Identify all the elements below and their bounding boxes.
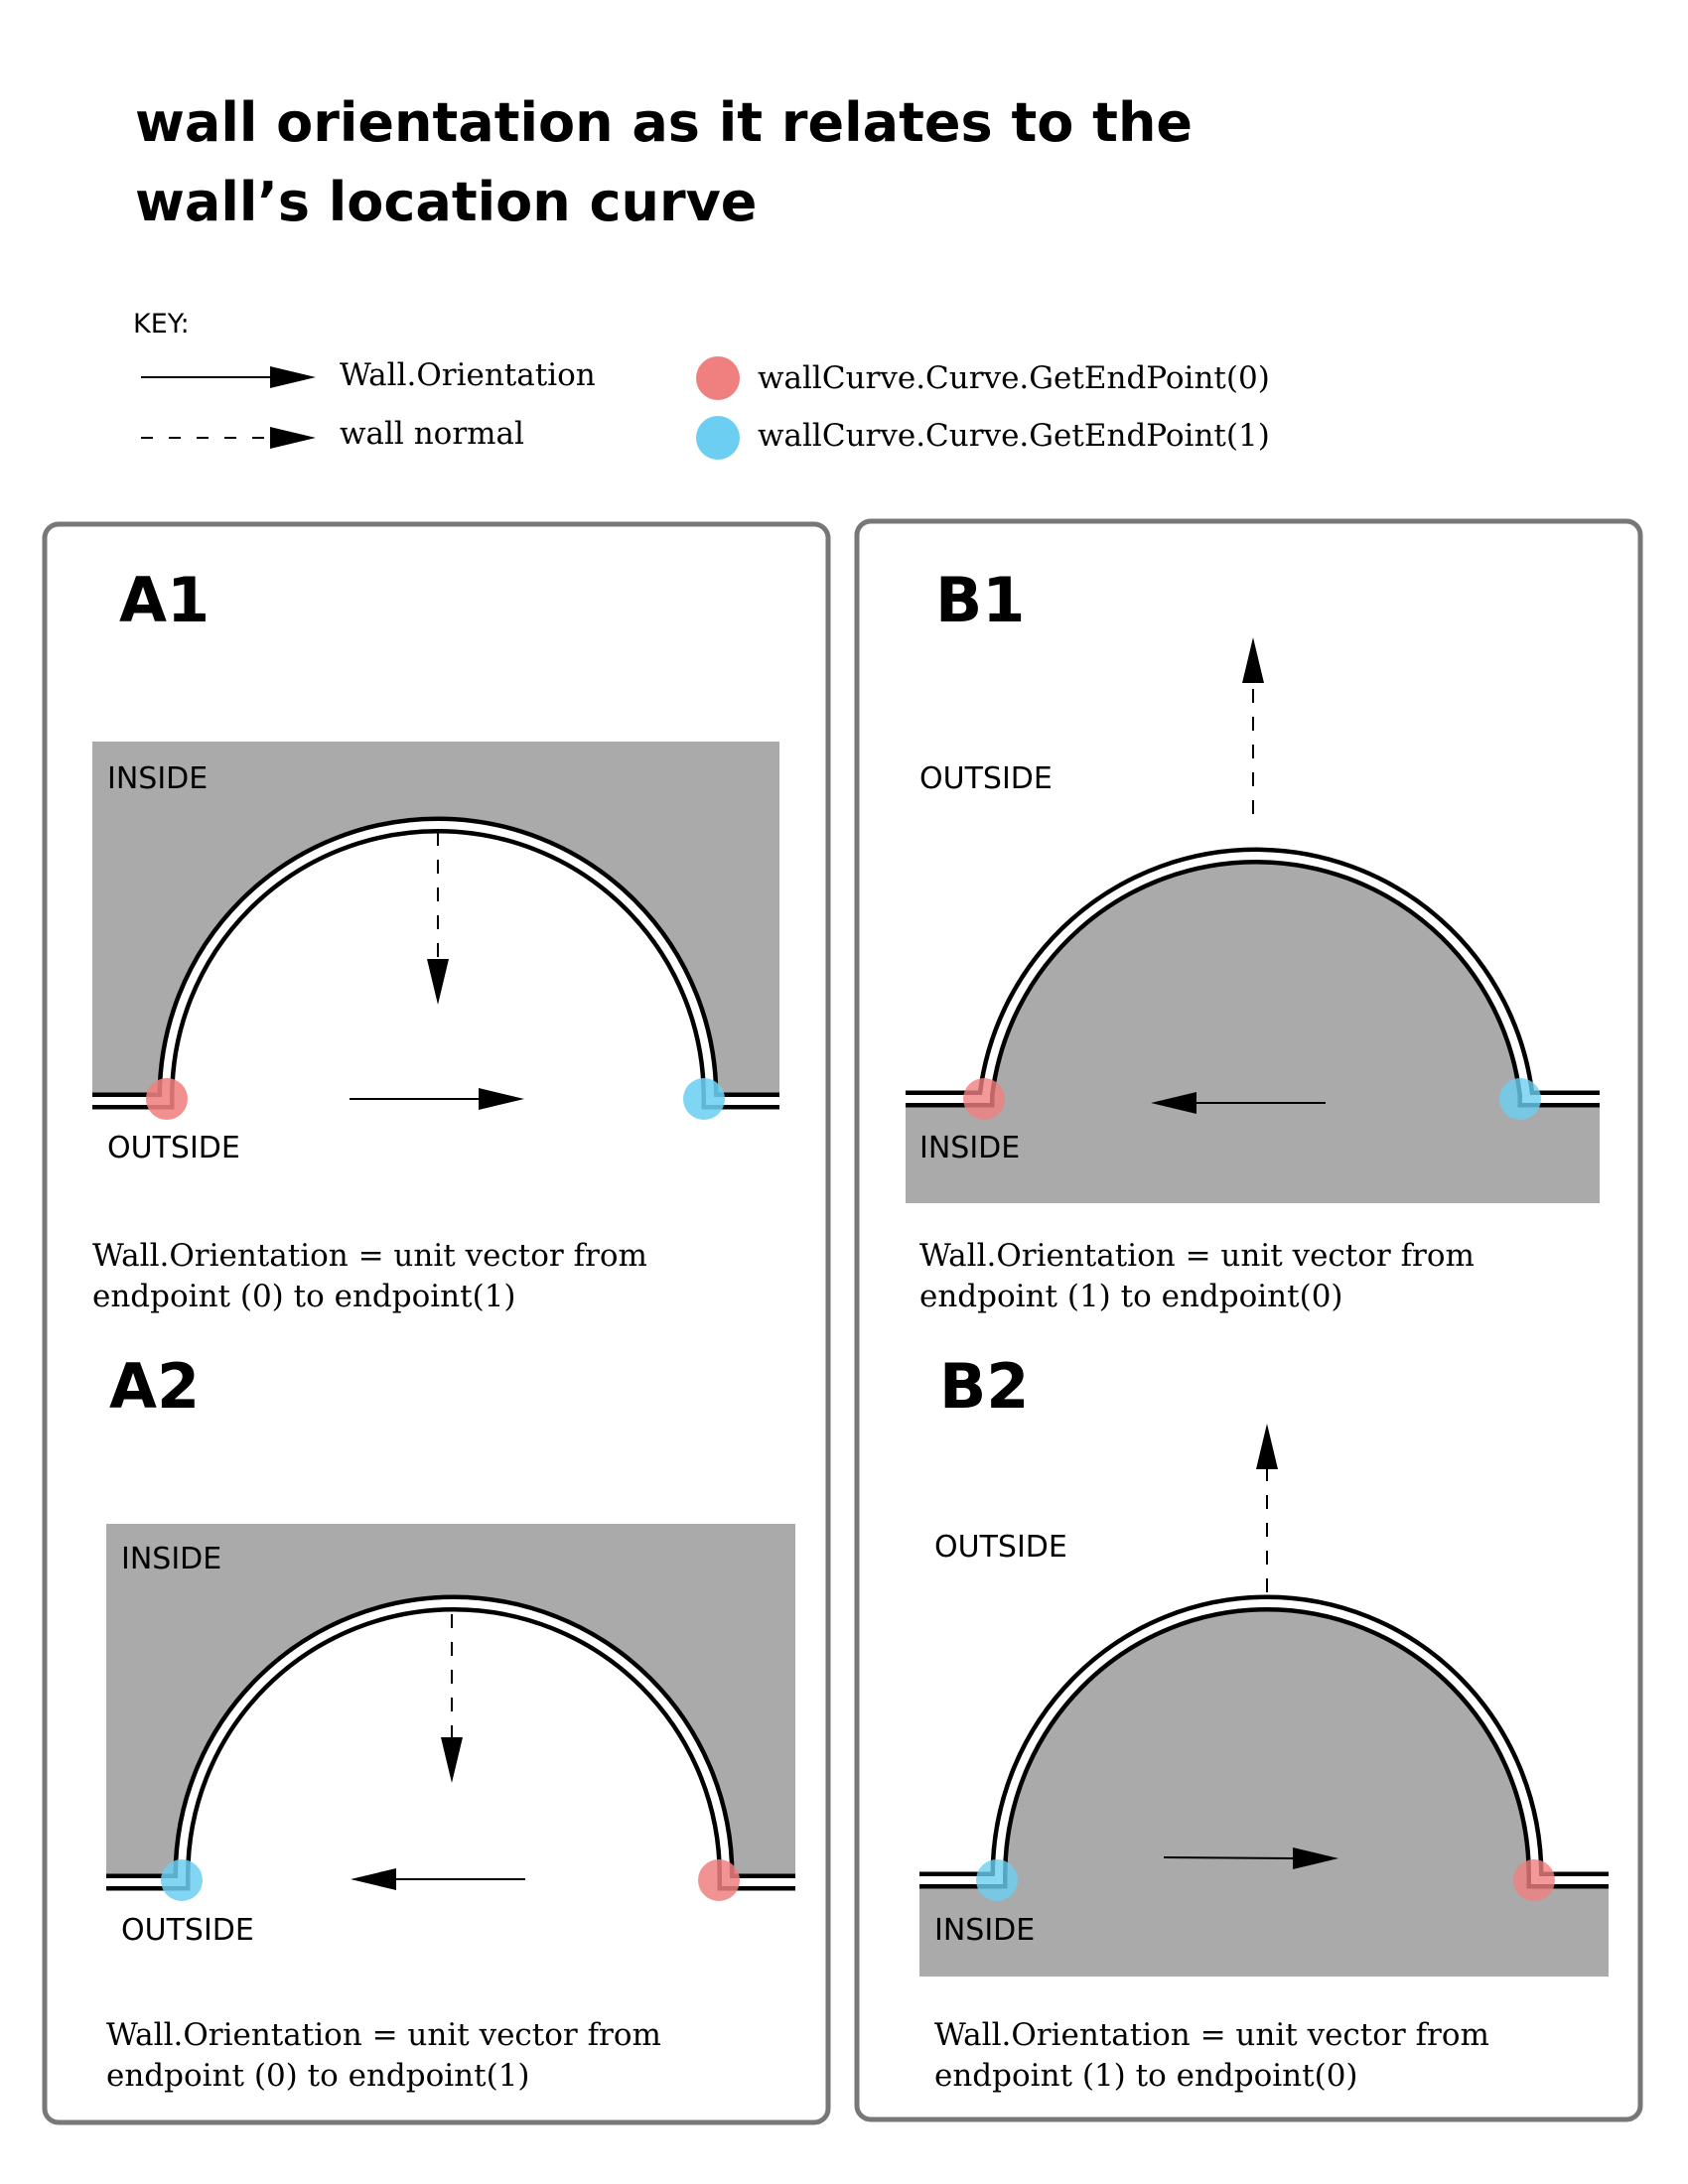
key-endpoint1-dot-icon (696, 416, 740, 460)
panel-a1-normal-arrow-icon (427, 832, 449, 1005)
panel-a2-orientation-arrow-icon (351, 1868, 525, 1890)
panel-b1-title: B1 (935, 564, 1025, 636)
panel-a1-endpoint0-dot-icon (146, 1078, 188, 1120)
panel-a2-description-line-2: endpoint (0) to endpoint(1) (106, 2058, 530, 2094)
title-line-2: wall’s location curve (135, 171, 757, 233)
panel-a2-wall (106, 1594, 795, 1891)
panel-b2: B2 OUTSIDE INSIDE Wall.Orientation = uni… (919, 1350, 1609, 2094)
panel-b2-orientation-arrow-icon (1163, 1847, 1338, 1869)
key-endpoint0-label: wallCurve.Curve.GetEndPoint(0) (758, 360, 1270, 396)
key-orientation-label: Wall.Orientation (340, 357, 596, 393)
key-orientation-arrow-icon (141, 366, 316, 388)
key-normal-label: wall normal (340, 416, 524, 452)
panel-b1-inside-label: INSIDE (919, 1131, 1020, 1165)
panel-b-border (854, 518, 1643, 2122)
panel-a2-outside-label: OUTSIDE (121, 1913, 254, 1948)
panel-b1: B1 OUTSIDE INSIDE Wall.Orientation = uni… (906, 564, 1600, 1314)
panel-b2-outside-label: OUTSIDE (934, 1530, 1067, 1565)
panel-b2-inside-region (919, 1603, 1609, 1977)
key-endpoint0-dot-icon (696, 356, 740, 400)
panel-a-border (42, 521, 831, 2125)
panel-a1: A1 INSIDE OUTSIDE Wall.Orientation = uni… (92, 564, 779, 1314)
panel-a1-orientation-arrow-icon (350, 1088, 524, 1110)
panel-a1-description-line-2: endpoint (0) to endpoint(1) (92, 1279, 516, 1314)
panel-a1-inside-region (92, 742, 779, 1097)
panel-a2-description-line-1: Wall.Orientation = unit vector from (106, 2017, 661, 2053)
title-line-1: wall orientation as it relates to the (135, 91, 1193, 154)
key-normal-arrow-icon (141, 427, 316, 449)
panel-b2-description-line-2: endpoint (1) to endpoint(0) (934, 2058, 1358, 2094)
panel-b1-orientation-arrow-icon (1151, 1092, 1326, 1114)
panel-a2-inside-region (106, 1524, 795, 1879)
panel-b1-inside-region (906, 856, 1600, 1203)
key-endpoint1-label: wallCurve.Curve.GetEndPoint(1) (758, 418, 1270, 454)
panel-a1-inside-label: INSIDE (107, 761, 208, 796)
key: KEY: Wall.Orientation wall normal wallCu… (133, 309, 1270, 460)
panel-a1-description-line-1: Wall.Orientation = unit vector from (92, 1238, 647, 1274)
panel-a1-title: A1 (119, 564, 210, 636)
key-heading: KEY: (133, 309, 190, 340)
panel-b1-outside-label: OUTSIDE (919, 761, 1053, 796)
panel-b2-inside-label: INSIDE (934, 1913, 1035, 1948)
panel-b1-description-line-2: endpoint (1) to endpoint(0) (919, 1279, 1343, 1314)
panel-b2-title: B2 (939, 1350, 1029, 1423)
panel-b1-endpoint1-dot-icon (1499, 1078, 1541, 1120)
panel-a2-endpoint1-dot-icon (161, 1859, 203, 1901)
panel-b1-endpoint0-dot-icon (963, 1078, 1005, 1120)
panel-b2-wall (919, 1594, 1609, 1889)
panel-b2-endpoint1-dot-icon (976, 1859, 1018, 1901)
panel-a1-wall (92, 816, 779, 1110)
panel-b1-wall (906, 847, 1600, 1108)
panel-a2-endpoint0-dot-icon (698, 1859, 740, 1901)
panel-a2-title: A2 (109, 1350, 200, 1423)
panel-b1-description-line-1: Wall.Orientation = unit vector from (919, 1238, 1475, 1274)
panel-a1-endpoint1-dot-icon (683, 1078, 725, 1120)
panel-a2-inside-label: INSIDE (121, 1542, 221, 1576)
panel-a2: A2 INSIDE OUTSIDE Wall.Orientation = uni… (106, 1350, 795, 2094)
panel-b2-normal-arrow-icon (1256, 1424, 1278, 1592)
panel-b2-description-line-1: Wall.Orientation = unit vector from (934, 2017, 1489, 2053)
panel-a1-outside-label: OUTSIDE (107, 1131, 240, 1165)
panel-b2-endpoint0-dot-icon (1513, 1859, 1555, 1901)
panel-a2-normal-arrow-icon (441, 1614, 463, 1783)
panel-b1-normal-arrow-icon (1242, 637, 1264, 814)
